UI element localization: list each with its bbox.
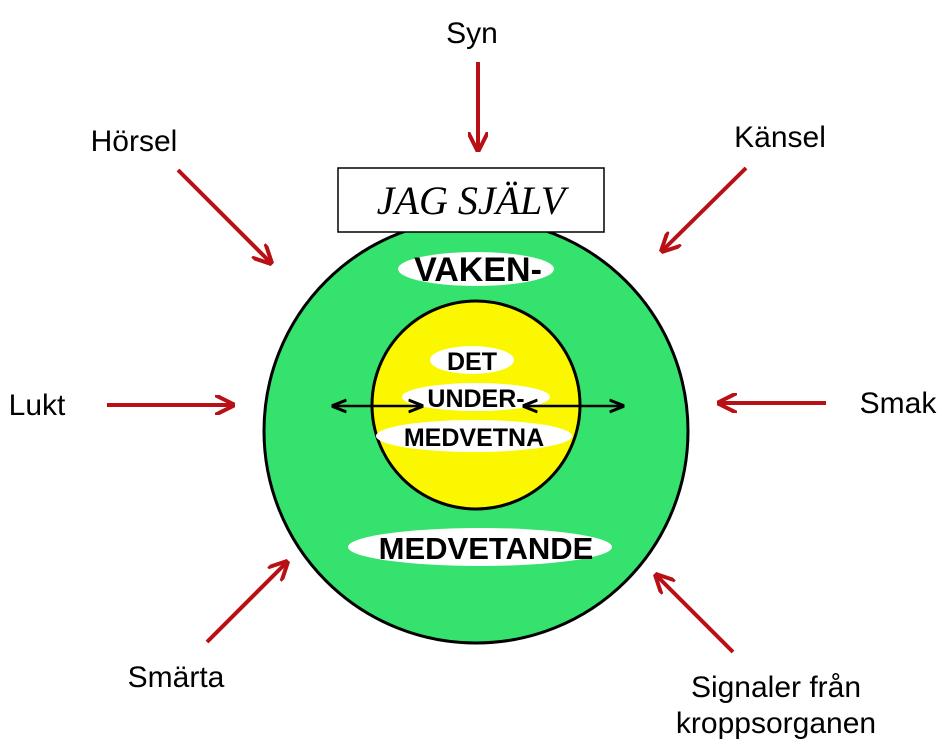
- kansel-label: Känsel: [734, 121, 826, 154]
- title-box: [337, 167, 605, 233]
- smarta-arrow: [205, 562, 287, 644]
- horsel-label: Hörsel: [91, 125, 178, 158]
- under-pill: [402, 383, 550, 411]
- title-text: JAG SJÄLV: [377, 178, 570, 223]
- smarta-label: Smärta: [128, 661, 225, 694]
- det-pill: [430, 346, 514, 374]
- lukt-label: Lukt: [9, 389, 66, 422]
- medvetande-label: MEDVETANDE: [379, 531, 594, 566]
- signaler-label-line1: Signaler från: [691, 671, 861, 704]
- medvetande-pill: [348, 528, 612, 566]
- vaken-label: VAKEN-: [414, 251, 542, 289]
- medvetna-pill: [376, 420, 572, 452]
- det-label: DET: [447, 348, 497, 376]
- horsel-arrow: [176, 168, 271, 263]
- syn-label: Syn: [446, 17, 498, 50]
- smak-label: Smak: [860, 387, 938, 420]
- signaler-label-line2: kroppsorganen: [676, 707, 876, 740]
- medvetna-label: MEDVETNA: [404, 424, 544, 452]
- kansel-arrow: [662, 166, 748, 251]
- vaken-pill: [398, 252, 554, 286]
- under-label: UNDER-: [427, 385, 524, 413]
- signaler-arrow: [656, 575, 735, 654]
